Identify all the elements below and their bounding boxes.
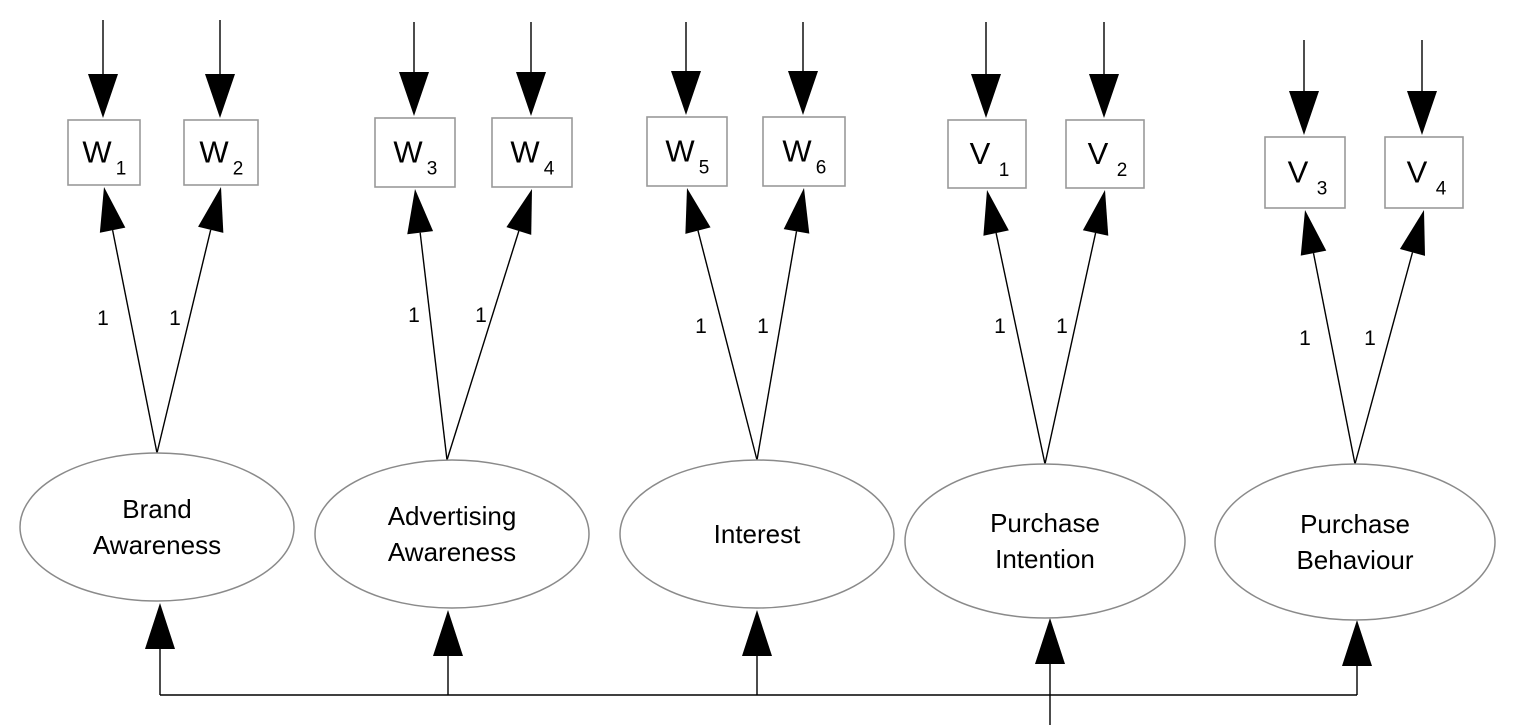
- indicator-box-W1[interactable]: [67, 119, 141, 186]
- indicator-subscript-V3: 3: [1317, 179, 1328, 200]
- latent-ellipse-interest[interactable]: [619, 459, 895, 609]
- loading-arrowhead-V4: [1399, 210, 1426, 256]
- indicator-label-V1: V: [970, 136, 991, 171]
- loading-path-V2: [1044, 232, 1097, 465]
- latent-label-interest: Interest: [714, 519, 801, 549]
- indicator-box-W3[interactable]: [374, 117, 456, 188]
- loading-coefficient-3: 1: [475, 304, 487, 327]
- disturbance-arrowhead-interest: [742, 610, 772, 656]
- indicator-label-V3: V: [1288, 155, 1309, 190]
- loading-arrowhead-W5: [685, 188, 711, 234]
- disturbance-arrowhead-brand-awareness: [145, 603, 175, 649]
- indicator-subscript-W6: 6: [816, 158, 827, 179]
- indicator-box-W4[interactable]: [491, 117, 573, 188]
- loading-coefficient-1: 1: [169, 307, 181, 330]
- loading-coefficient-9: 1: [1364, 327, 1376, 350]
- loading-path-V4: [1354, 252, 1414, 465]
- indicator-subscript-W5: 5: [699, 158, 710, 179]
- loading-path-W6: [756, 231, 798, 461]
- loading-paths-layer: [99, 187, 1426, 465]
- indicator-label-W1: W: [82, 135, 112, 170]
- loading-coefficient-5: 1: [757, 315, 769, 338]
- disturbance-arrowhead-purchase-intention: [1035, 618, 1065, 664]
- error-arrowhead-W4: [516, 72, 546, 116]
- loading-arrowhead-V1: [983, 190, 1009, 236]
- indicator-subscript-V4: 4: [1436, 179, 1447, 200]
- indicator-box-W2[interactable]: [183, 119, 259, 186]
- loading-arrowhead-V3: [1300, 210, 1327, 256]
- error-arrowhead-W1: [88, 74, 118, 118]
- indicator-box-W6[interactable]: [762, 116, 846, 187]
- latent-ellipse-purchase-behaviour[interactable]: [1214, 463, 1496, 621]
- error-arrowhead-V3: [1289, 91, 1319, 135]
- indicator-label-W3: W: [393, 135, 423, 170]
- latent-ellipse-advertising-awareness[interactable]: [314, 459, 590, 609]
- path-coefficients-layer: 1 1 1 1 1 1 1 1 1 1: [97, 304, 1376, 350]
- indicator-subscript-V1: 1: [999, 160, 1010, 181]
- indicator-box-V3[interactable]: [1264, 136, 1346, 209]
- loading-arrowhead-W4: [506, 189, 532, 235]
- latent-ellipse-brand-awareness[interactable]: [19, 452, 295, 602]
- loading-path-W2: [156, 229, 212, 454]
- loading-arrowhead-V2: [1082, 190, 1109, 236]
- indicator-box-V1[interactable]: [947, 119, 1027, 189]
- loading-coefficient-0: 1: [97, 307, 109, 330]
- loading-path-V3: [1312, 253, 1356, 465]
- latent-ellipse-purchase-intention[interactable]: [904, 463, 1186, 619]
- error-arrowhead-V4: [1407, 91, 1437, 135]
- indicator-label-W6: W: [782, 134, 812, 169]
- error-arrows-layer: [88, 20, 1437, 135]
- error-arrowhead-W6: [788, 71, 818, 115]
- indicator-subscript-W1: 1: [116, 159, 127, 180]
- indicator-subscript-W2: 2: [233, 159, 244, 180]
- indicator-subscript-W3: 3: [427, 159, 438, 180]
- loading-path-W5: [697, 230, 758, 461]
- loading-path-W4: [446, 230, 520, 461]
- indicator-subscript-W4: 4: [544, 159, 555, 180]
- loading-coefficient-8: 1: [1299, 327, 1311, 350]
- loading-path-W3: [419, 232, 448, 461]
- indicator-label-V2: V: [1088, 136, 1109, 171]
- loading-path-V1: [995, 232, 1046, 465]
- loading-arrowhead-W1: [99, 187, 126, 233]
- loading-coefficient-4: 1: [695, 315, 707, 338]
- error-arrowhead-V1: [971, 74, 1001, 118]
- indicator-box-V4[interactable]: [1384, 136, 1464, 209]
- error-arrowhead-W3: [399, 72, 429, 116]
- disturbance-arrowhead-purchase-behaviour: [1342, 620, 1372, 666]
- loading-path-W1: [111, 230, 158, 454]
- disturbance-arrowhead-advertising-awareness: [433, 610, 463, 656]
- indicator-label-W4: W: [510, 135, 540, 170]
- loading-coefficient-6: 1: [994, 315, 1006, 338]
- disturbance-bus-layer: [145, 603, 1372, 725]
- loading-arrowhead-W3: [407, 189, 434, 235]
- loading-coefficient-2: 1: [408, 304, 420, 327]
- error-arrowhead-W5: [671, 71, 701, 115]
- indicator-box-W5[interactable]: [646, 116, 728, 187]
- indicator-label-W2: W: [199, 135, 229, 170]
- loading-coefficient-7: 1: [1056, 315, 1068, 338]
- loading-arrowhead-W2: [198, 187, 224, 233]
- error-arrowhead-W2: [205, 74, 235, 118]
- error-arrowhead-V2: [1089, 74, 1119, 118]
- indicator-box-V2[interactable]: [1065, 119, 1145, 189]
- indicator-label-W5: W: [665, 134, 695, 169]
- indicator-label-V4: V: [1407, 155, 1428, 190]
- indicator-subscript-V2: 2: [1117, 160, 1128, 181]
- loading-arrowhead-W6: [783, 188, 810, 234]
